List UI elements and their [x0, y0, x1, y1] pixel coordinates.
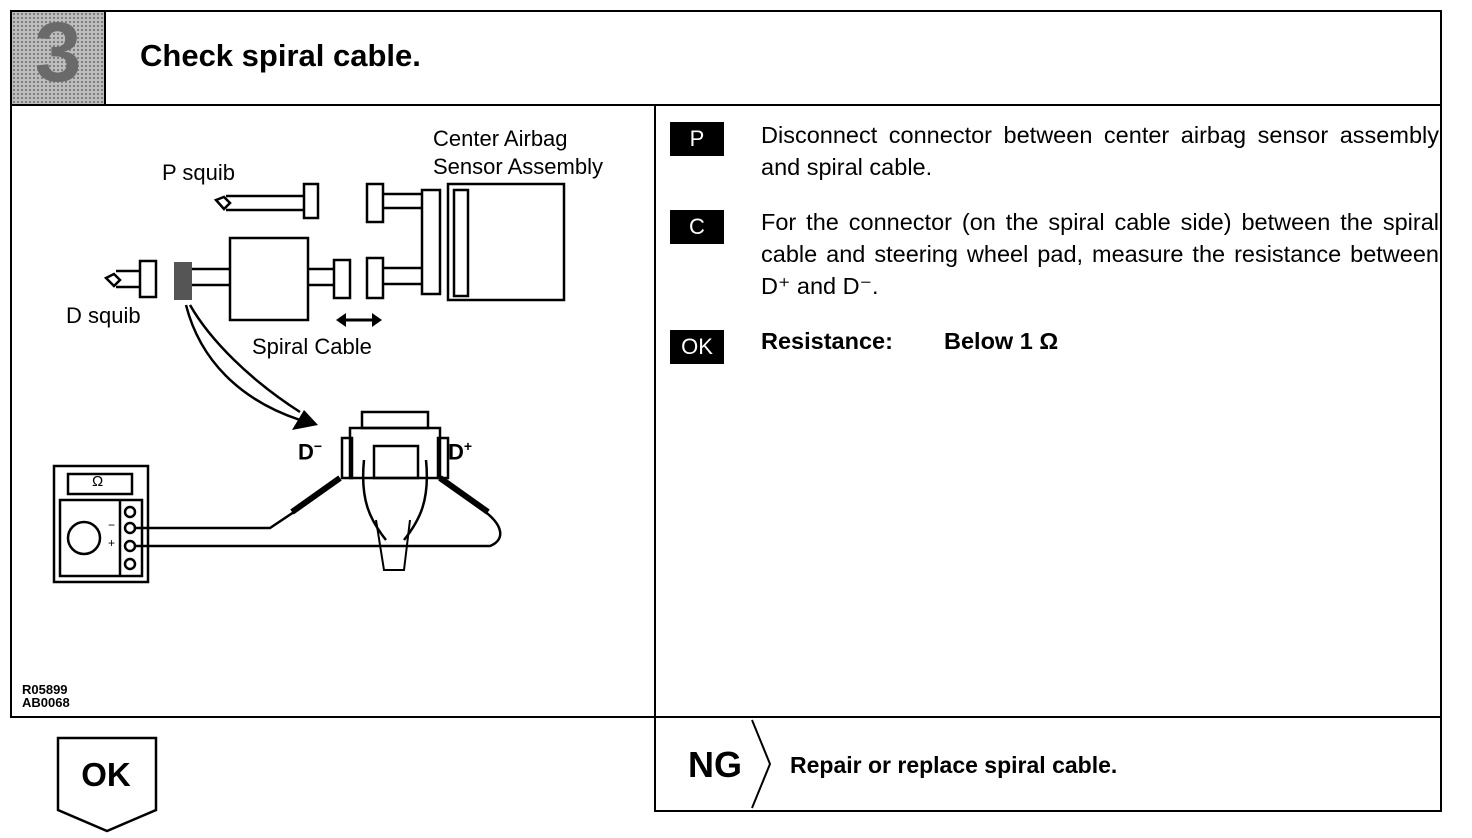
label-spiral-cable: Spiral Cable — [252, 334, 372, 359]
label-d-squib: D squib — [66, 303, 141, 328]
ng-chevron — [751, 719, 772, 809]
instruction-p: Disconnect connector between center airb… — [761, 122, 1439, 180]
ng-result-label: NG — [688, 744, 742, 785]
spiral-right-plug — [332, 258, 352, 300]
ng-result-text: Repair or replace spiral cable. — [790, 752, 1118, 778]
step-number: 3 — [34, 5, 82, 99]
label-ohm: Ω — [92, 473, 104, 490]
d-squib-tip — [103, 272, 122, 288]
step-title: Check spiral cable. — [140, 38, 421, 73]
curved-arrow-head — [292, 410, 318, 430]
double-arrow-left — [336, 313, 346, 327]
badge-c: C — [670, 210, 724, 244]
label-meter-minus: − — [108, 518, 116, 532]
label-center-airbag-1: Center Airbag — [433, 126, 568, 151]
multimeter-body — [52, 464, 150, 584]
badge-p: P — [670, 122, 724, 156]
center-upper-plug — [365, 182, 385, 224]
hatched-connector — [174, 262, 192, 300]
double-arrow-right — [372, 313, 382, 327]
resistance-value: Below 1 Ω — [944, 328, 1059, 354]
spiral-cable-body — [228, 236, 310, 322]
column-divider — [654, 106, 656, 812]
center-bus-bar — [420, 188, 442, 296]
instruction-c: For the connector (on the spiral cable s… — [761, 209, 1439, 299]
figure-code-2: AB0068 — [22, 695, 70, 710]
label-p-squib: P squib — [162, 160, 235, 185]
p-squib-tip — [213, 195, 232, 211]
badge-ok: OK — [670, 330, 724, 364]
d-squib-plug — [138, 259, 158, 299]
ok-result-shape — [56, 736, 158, 833]
wiring-diagram — [52, 182, 566, 584]
label-d-minus: D− — [298, 438, 323, 465]
p-squib-plug — [302, 182, 320, 220]
ng-result-box — [654, 716, 1442, 812]
step-number-box — [10, 10, 106, 106]
connector-top-latch — [360, 410, 430, 430]
ok-result-label: OK — [81, 756, 131, 793]
resistance-label: Resistance: — [761, 328, 893, 354]
center-airbag-sensor-box — [446, 182, 566, 302]
figure-code-1: R05899 — [22, 682, 68, 697]
label-center-airbag-2: Sensor Assembly — [433, 154, 603, 179]
label-d-plus: D+ — [448, 438, 473, 465]
center-lower-plug — [365, 256, 385, 300]
label-meter-plus: + — [108, 536, 116, 550]
